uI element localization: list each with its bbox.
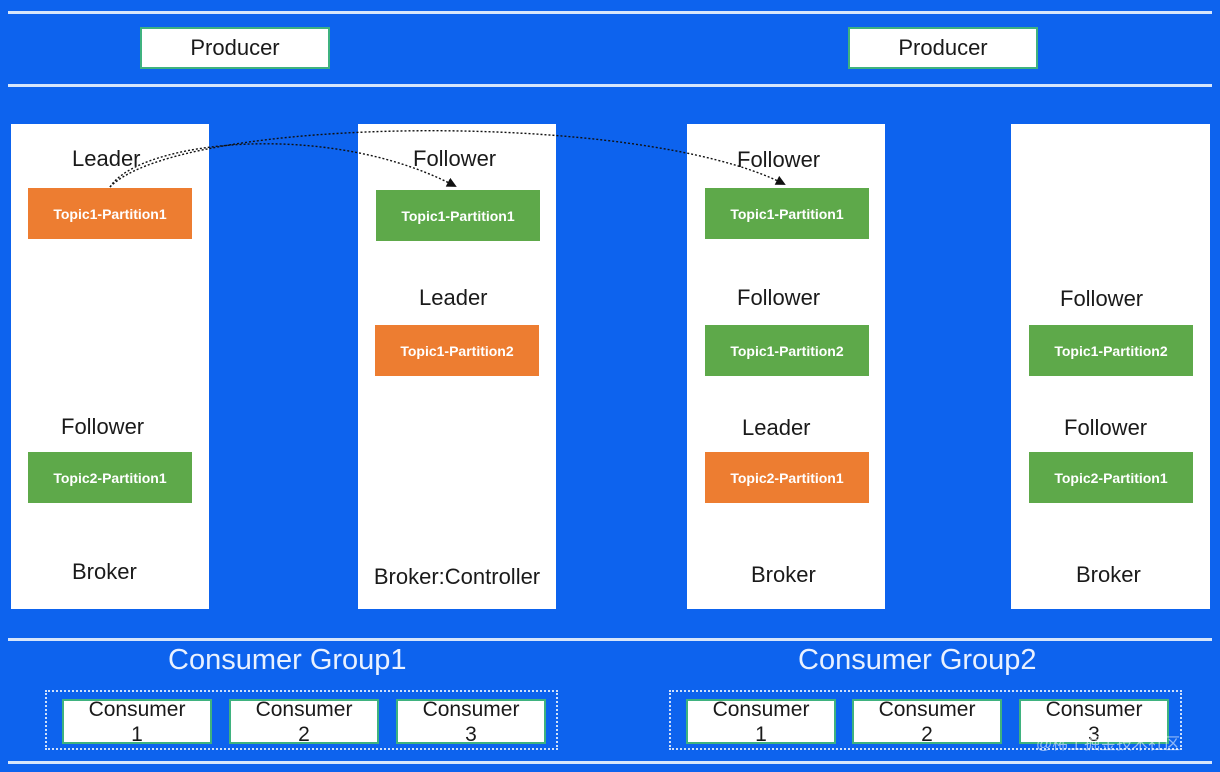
producer-divider [8,84,1212,87]
consumer-number: 3 [465,723,477,744]
consumer-number: 2 [921,723,933,744]
broker-1-partition-1: Topic1-Partition1 [28,188,192,239]
consumer-number: 1 [131,723,143,744]
group-1-consumer-1: Consumer 1 [62,699,212,744]
producer-box-2: Producer [848,27,1038,69]
consumer-label: Consumer [712,699,810,721]
broker-4-partition-2: Topic2-Partition1 [1029,452,1193,503]
broker-2-role-2: Leader [419,285,488,310]
group-1-consumer-3: Consumer 3 [396,699,546,744]
consumer-label: Consumer [1045,699,1143,721]
top-divider [8,11,1212,14]
consumer-label: Consumer [88,699,186,721]
bottom-divider [8,761,1212,764]
broker-2-role-1: Follower [413,146,497,171]
broker-3-role-2: Follower [737,285,821,310]
broker-4-name: Broker [1076,562,1141,587]
consumer-group-2-box [669,690,1182,750]
consumer-number: 1 [755,723,767,744]
broker-3-partition-1: Topic1-Partition1 [705,188,869,239]
consumer-number: 2 [298,723,310,744]
consumer-group-2-title: Consumer Group2 [798,644,1037,676]
broker-3-role-1: Follower [737,147,821,172]
consumer-label: Consumer [255,699,353,721]
group-2-consumer-3: Consumer 3 [1019,699,1169,744]
group-2-consumer-1: Consumer 1 [686,699,836,744]
broker-3-partition-2: Topic1-Partition2 [705,325,869,376]
broker-2-partition-1: Topic1-Partition1 [376,190,540,241]
broker-2-name: Broker:Controller [373,564,541,589]
group-1-consumer-2: Consumer 2 [229,699,379,744]
consumer-label: Consumer [422,699,520,721]
consumer-group-1-title: Consumer Group1 [168,644,407,676]
watermark: @稀土掘金技术社区 [1036,736,1181,753]
consumer-group-1-box [45,690,558,750]
broker-3-role-3: Leader [742,415,811,440]
broker-1-name: Broker [72,559,137,584]
producer-box-1: Producer [140,27,330,69]
broker-2-partition-2: Topic1-Partition2 [375,325,539,376]
broker-3-name: Broker [751,562,816,587]
group-2-consumer-2: Consumer 2 [852,699,1002,744]
consumer-label: Consumer [878,699,976,721]
consumer-number: 3 [1088,723,1100,744]
broker-4-role-1: Follower [1060,286,1144,311]
broker-1-role-1: Leader [72,146,141,171]
broker-4-role-2: Follower [1064,415,1148,440]
broker-1-partition-2: Topic2-Partition1 [28,452,192,503]
broker-4-partition-1: Topic1-Partition2 [1029,325,1193,376]
consumer-divider [8,638,1212,641]
broker-1-role-2: Follower [61,414,145,439]
broker-3-partition-3: Topic2-Partition1 [705,452,869,503]
